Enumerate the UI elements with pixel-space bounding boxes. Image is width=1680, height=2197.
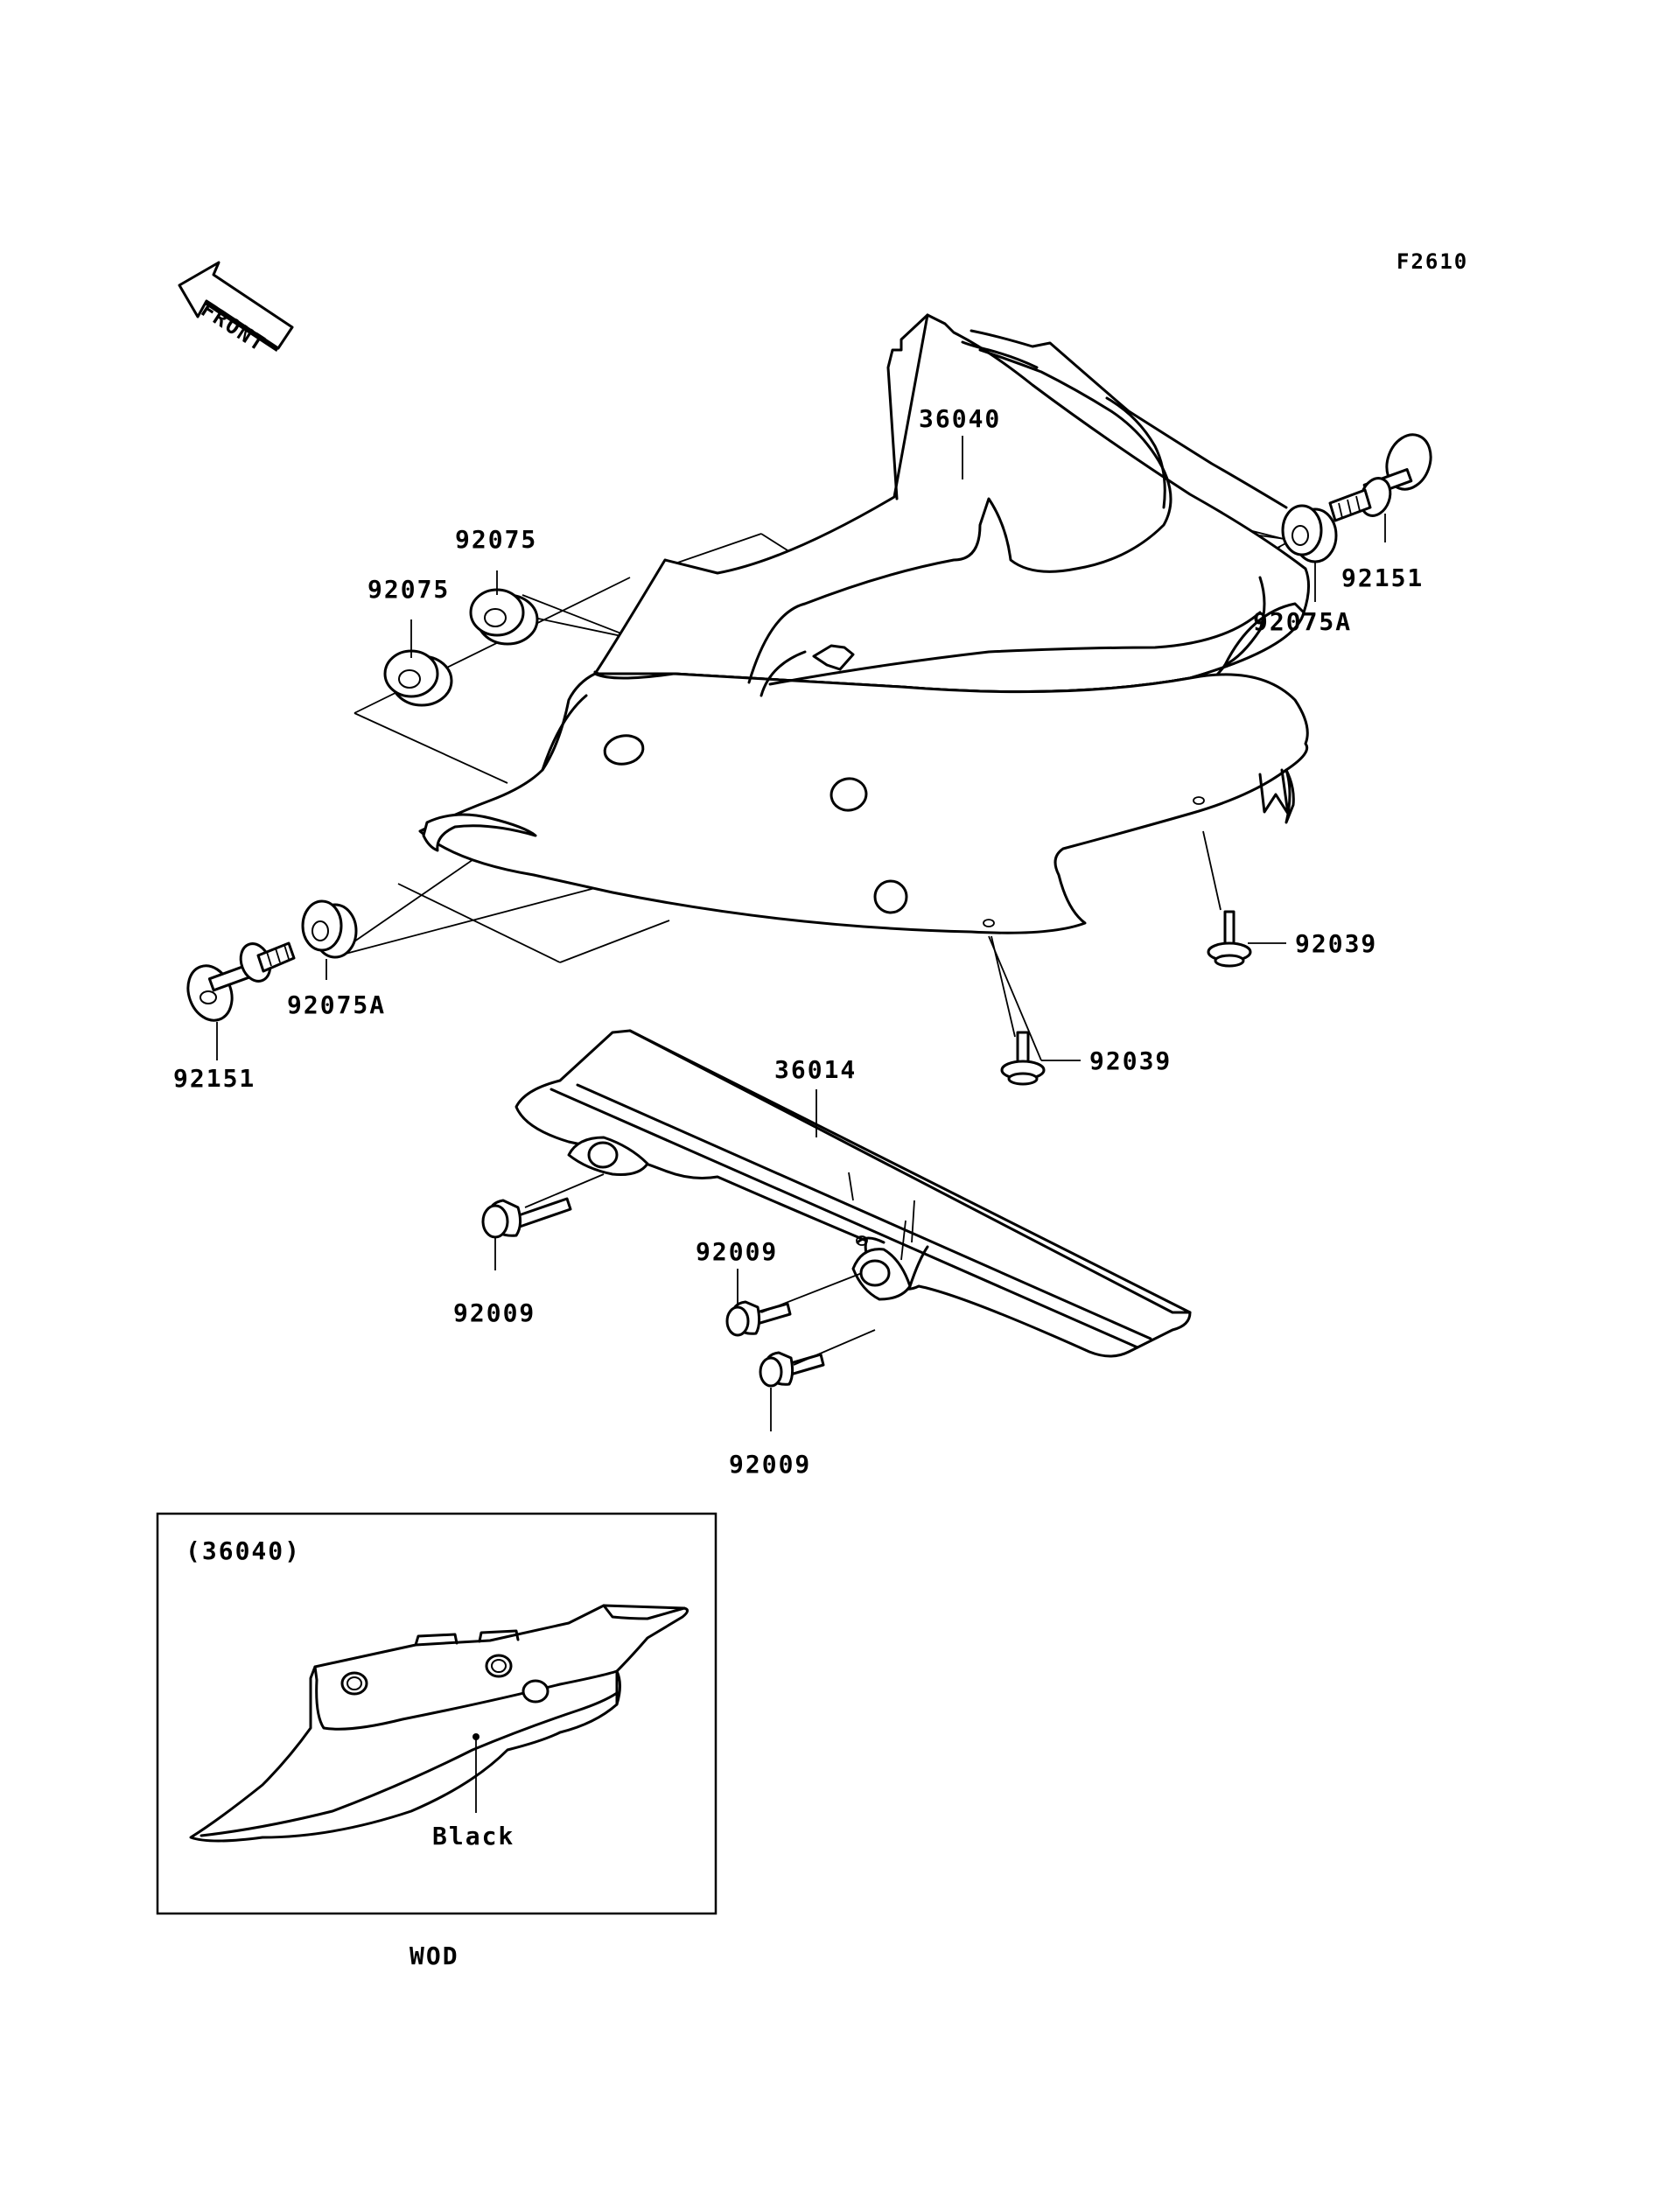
bolt-92151-left [186,941,296,1022]
figure-code: F2610 [1396,249,1468,274]
callout-92009-mid: 92009 [696,1237,778,1266]
rivet-92039-center [1000,1031,1046,1086]
inset-part-ref: (36040) [186,1536,301,1565]
callout-92151-left: 92151 [173,1064,256,1093]
callout-36040: 36040 [919,404,1001,433]
bolt-92151-right [1328,433,1432,522]
bolt-92009-left [481,1197,572,1239]
callout-92075a-right: 92075A [1253,607,1352,636]
grommet-92075-upper [469,588,539,646]
inset-seat-cover-side [189,1604,689,1843]
callout-leaders [216,436,1386,1431]
seat-cover-36040 [418,313,1310,934]
inset-variant-box: (36040) Black [156,1512,718,1915]
bolt-92009-low [759,1351,825,1388]
callout-92075-left: 92075 [368,575,450,604]
callout-92039-right: 92039 [1295,929,1377,958]
callout-92075-upper: 92075 [455,525,537,554]
callout-92075a-lower-left: 92075A [287,990,386,1019]
callout-36014: 36014 [774,1055,857,1084]
bolt-92009-mid [725,1300,792,1337]
grommet-92075-left [383,649,453,707]
callout-92151-right: 92151 [1341,563,1424,592]
rivet-92039-right [1207,910,1252,968]
callout-92039-center: 92039 [1089,1046,1172,1075]
callout-92009-low: 92009 [729,1450,811,1479]
callout-92009-left: 92009 [453,1298,536,1327]
grommet-92075a-lower-left [301,899,358,959]
grommet-92075a-right [1281,504,1338,563]
chain-cover-36014 [514,1029,1192,1358]
inset-color-note: Black [432,1822,514,1851]
inset-model-code: WOD [410,1942,459,1970]
front-arrow-icon: FRONT [178,261,294,357]
